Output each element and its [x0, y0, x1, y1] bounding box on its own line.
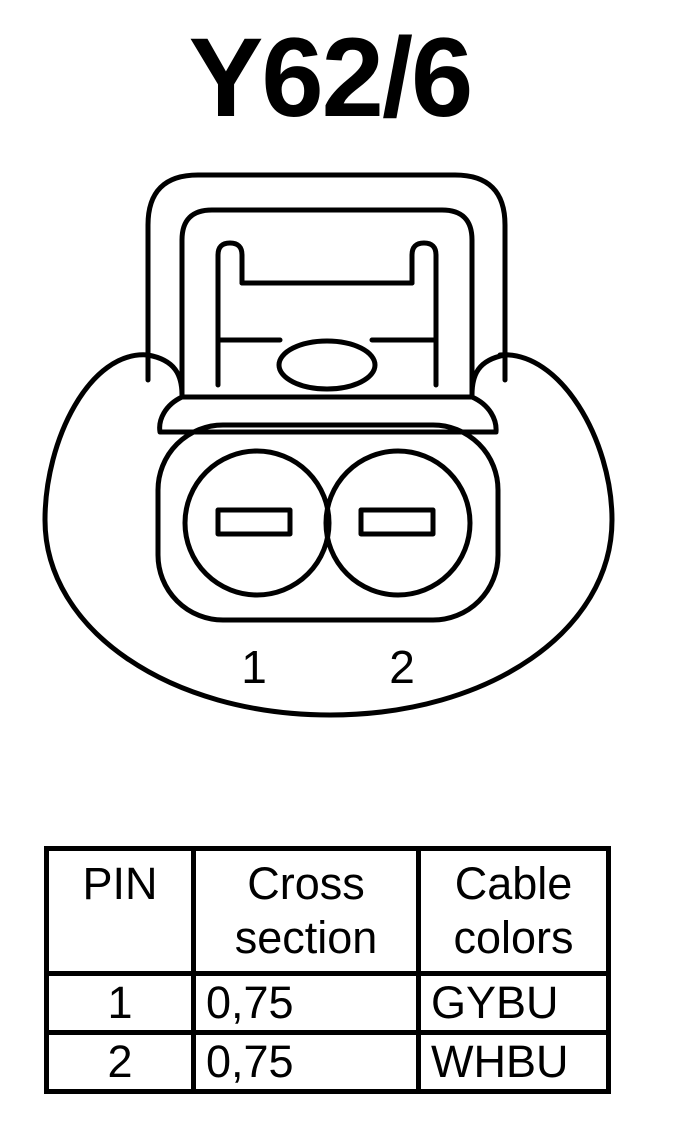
row-1-cable-color: GYBU [416, 971, 611, 1035]
pin-1-slot [215, 507, 293, 537]
pin-table: PIN Cross section Cable colors 1 0,75 GY… [44, 846, 611, 1094]
inner-face-top [157, 394, 499, 435]
latch-window [276, 338, 378, 392]
left-shoulder [145, 352, 185, 398]
connector-diagram: 1 2 [42, 172, 615, 718]
pin-2-slot [358, 507, 436, 537]
pin-cavity-frame [155, 422, 501, 623]
latch-bar [215, 240, 439, 388]
header-cable-colors: Cable colors [416, 846, 611, 976]
page-title: Y62/6 [188, 15, 474, 140]
connector-housing [42, 352, 615, 718]
locking-tab-inner [179, 207, 475, 398]
table-row: 2 0,75 WHBU [44, 1030, 611, 1094]
table-header-row: PIN Cross section Cable colors [44, 846, 611, 976]
row-1-cross-section: 0,75 [191, 971, 421, 1035]
pin-2-label: 2 [389, 641, 415, 693]
header-pin: PIN [44, 846, 196, 976]
table-row: 1 0,75 GYBU [44, 971, 611, 1035]
right-shoulder [469, 352, 508, 398]
header-cross-section: Cross section [191, 846, 421, 976]
pin-2-circle [323, 448, 473, 598]
row-2-pin: 2 [44, 1030, 196, 1094]
locking-tab-outer [145, 172, 508, 383]
row-2-cross-section: 0,75 [191, 1030, 421, 1094]
pin-1-circle [182, 448, 332, 598]
row-1-pin: 1 [44, 971, 196, 1035]
row-2-cable-color: WHBU [416, 1030, 611, 1094]
pin-1-label: 1 [241, 641, 267, 693]
